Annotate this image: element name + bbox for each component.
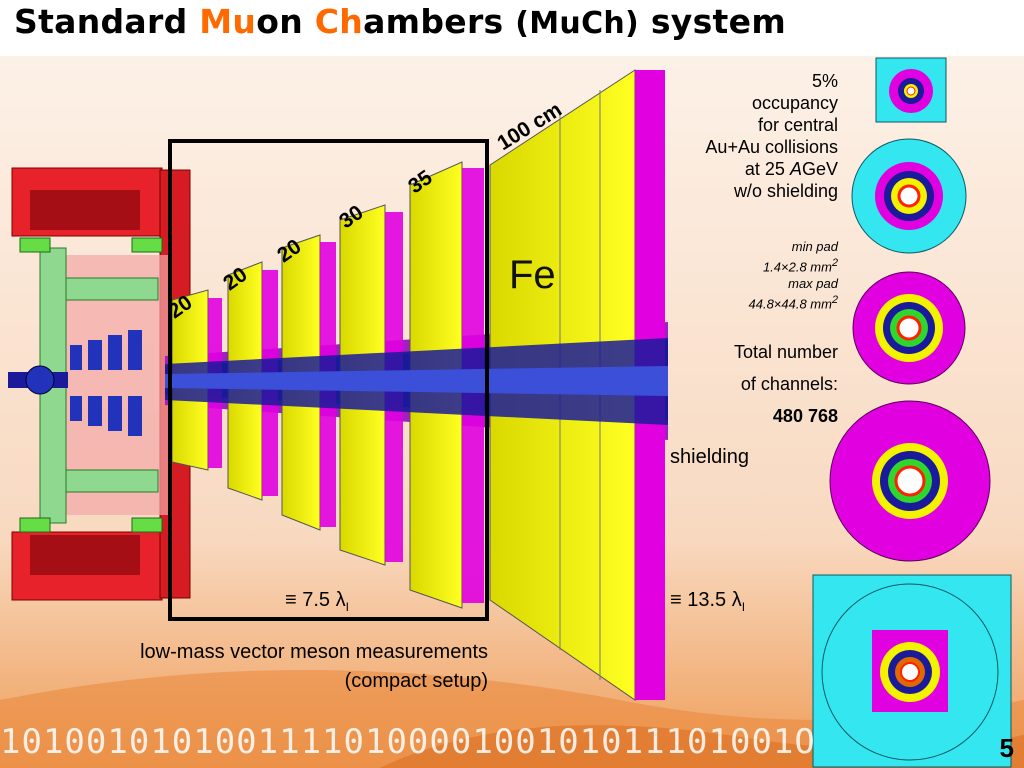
occupancy-line: for central <box>757 115 838 135</box>
lambda-compact-value: ≡ 7.5 λ <box>285 589 346 611</box>
max-pad-value: 44.8×44.8 mm2 <box>640 292 839 312</box>
pad-size-note: min pad 1.4×2.8 mm2 max pad 44.8×44.8 mm… <box>640 238 839 313</box>
lambda-compact: ≡ 7.5 λI <box>285 589 349 614</box>
pad-layout-3 <box>852 271 966 385</box>
pad-layout-4 <box>829 400 991 562</box>
pad-layout-2 <box>851 138 967 254</box>
caption-line: low-mass vector meson measurements <box>140 641 488 663</box>
title-text: Standard <box>14 2 200 41</box>
lambda-full: ≡ 13.5 λI <box>670 589 745 614</box>
title-accent-mu: Mu <box>199 2 257 41</box>
channel-value: 480 768 <box>772 406 838 426</box>
title-text: ambers <box>363 2 516 41</box>
title-accent-ch: Ch <box>314 2 364 41</box>
min-pad-label: min pad <box>791 239 838 254</box>
binary-decoration: 1010010101001111010000100101011101001O <box>0 722 816 762</box>
occupancy-note: 5% occupancy for central Au+Au collision… <box>640 70 838 202</box>
fe-label: Fe <box>509 253 556 297</box>
energy-a: A <box>789 159 802 179</box>
pad-layout-5 <box>812 574 1012 768</box>
unit-sup: 2 <box>831 257 838 269</box>
channel-count: Total number of channels: 480 768 <box>640 336 838 432</box>
beam-core-overlay <box>165 366 668 396</box>
lambda-sub: I <box>345 600 349 614</box>
energy-prefix: at 25 <box>744 159 790 179</box>
caption-line: (compact setup) <box>344 670 488 692</box>
slide-title: Standard Muon Chambers (MuCh) system <box>14 2 1024 41</box>
title-bar <box>0 0 1024 56</box>
title-text: on <box>256 2 315 41</box>
pad-layout-1 <box>875 57 947 123</box>
setup-caption: low-mass vector meson measurements (comp… <box>20 638 488 696</box>
channel-label: Total number <box>733 342 838 362</box>
max-pad-label: max pad <box>788 276 838 292</box>
min-pad-number: 1.4×2.8 mm <box>762 259 832 275</box>
lambda-full-value: ≡ 13.5 λ <box>670 589 742 611</box>
unit-sup: 2 <box>831 294 838 307</box>
min-pad-value: 1.4×2.8 mm2 <box>640 255 838 275</box>
occupancy-line: 5% <box>811 71 838 91</box>
occupancy-line: at 25 AGeV <box>640 158 838 180</box>
dipole-magnet <box>8 167 191 601</box>
lambda-sub: I <box>741 600 746 614</box>
compact-setup-frame <box>168 139 489 621</box>
occupancy-line: w/o shielding <box>733 181 838 201</box>
max-pad-number: 44.8×44.8 mm <box>748 296 832 312</box>
occupancy-line: Au+Au collisions <box>705 137 838 157</box>
page-number: 5 <box>999 733 1014 763</box>
title-acronym: (MuCh) <box>515 6 640 41</box>
channel-label: of channels: <box>740 374 838 394</box>
title-text: system <box>639 2 787 41</box>
shielding-label: shielding <box>670 446 749 468</box>
energy-unit: GeV <box>801 159 838 179</box>
occupancy-line: occupancy <box>751 93 838 113</box>
